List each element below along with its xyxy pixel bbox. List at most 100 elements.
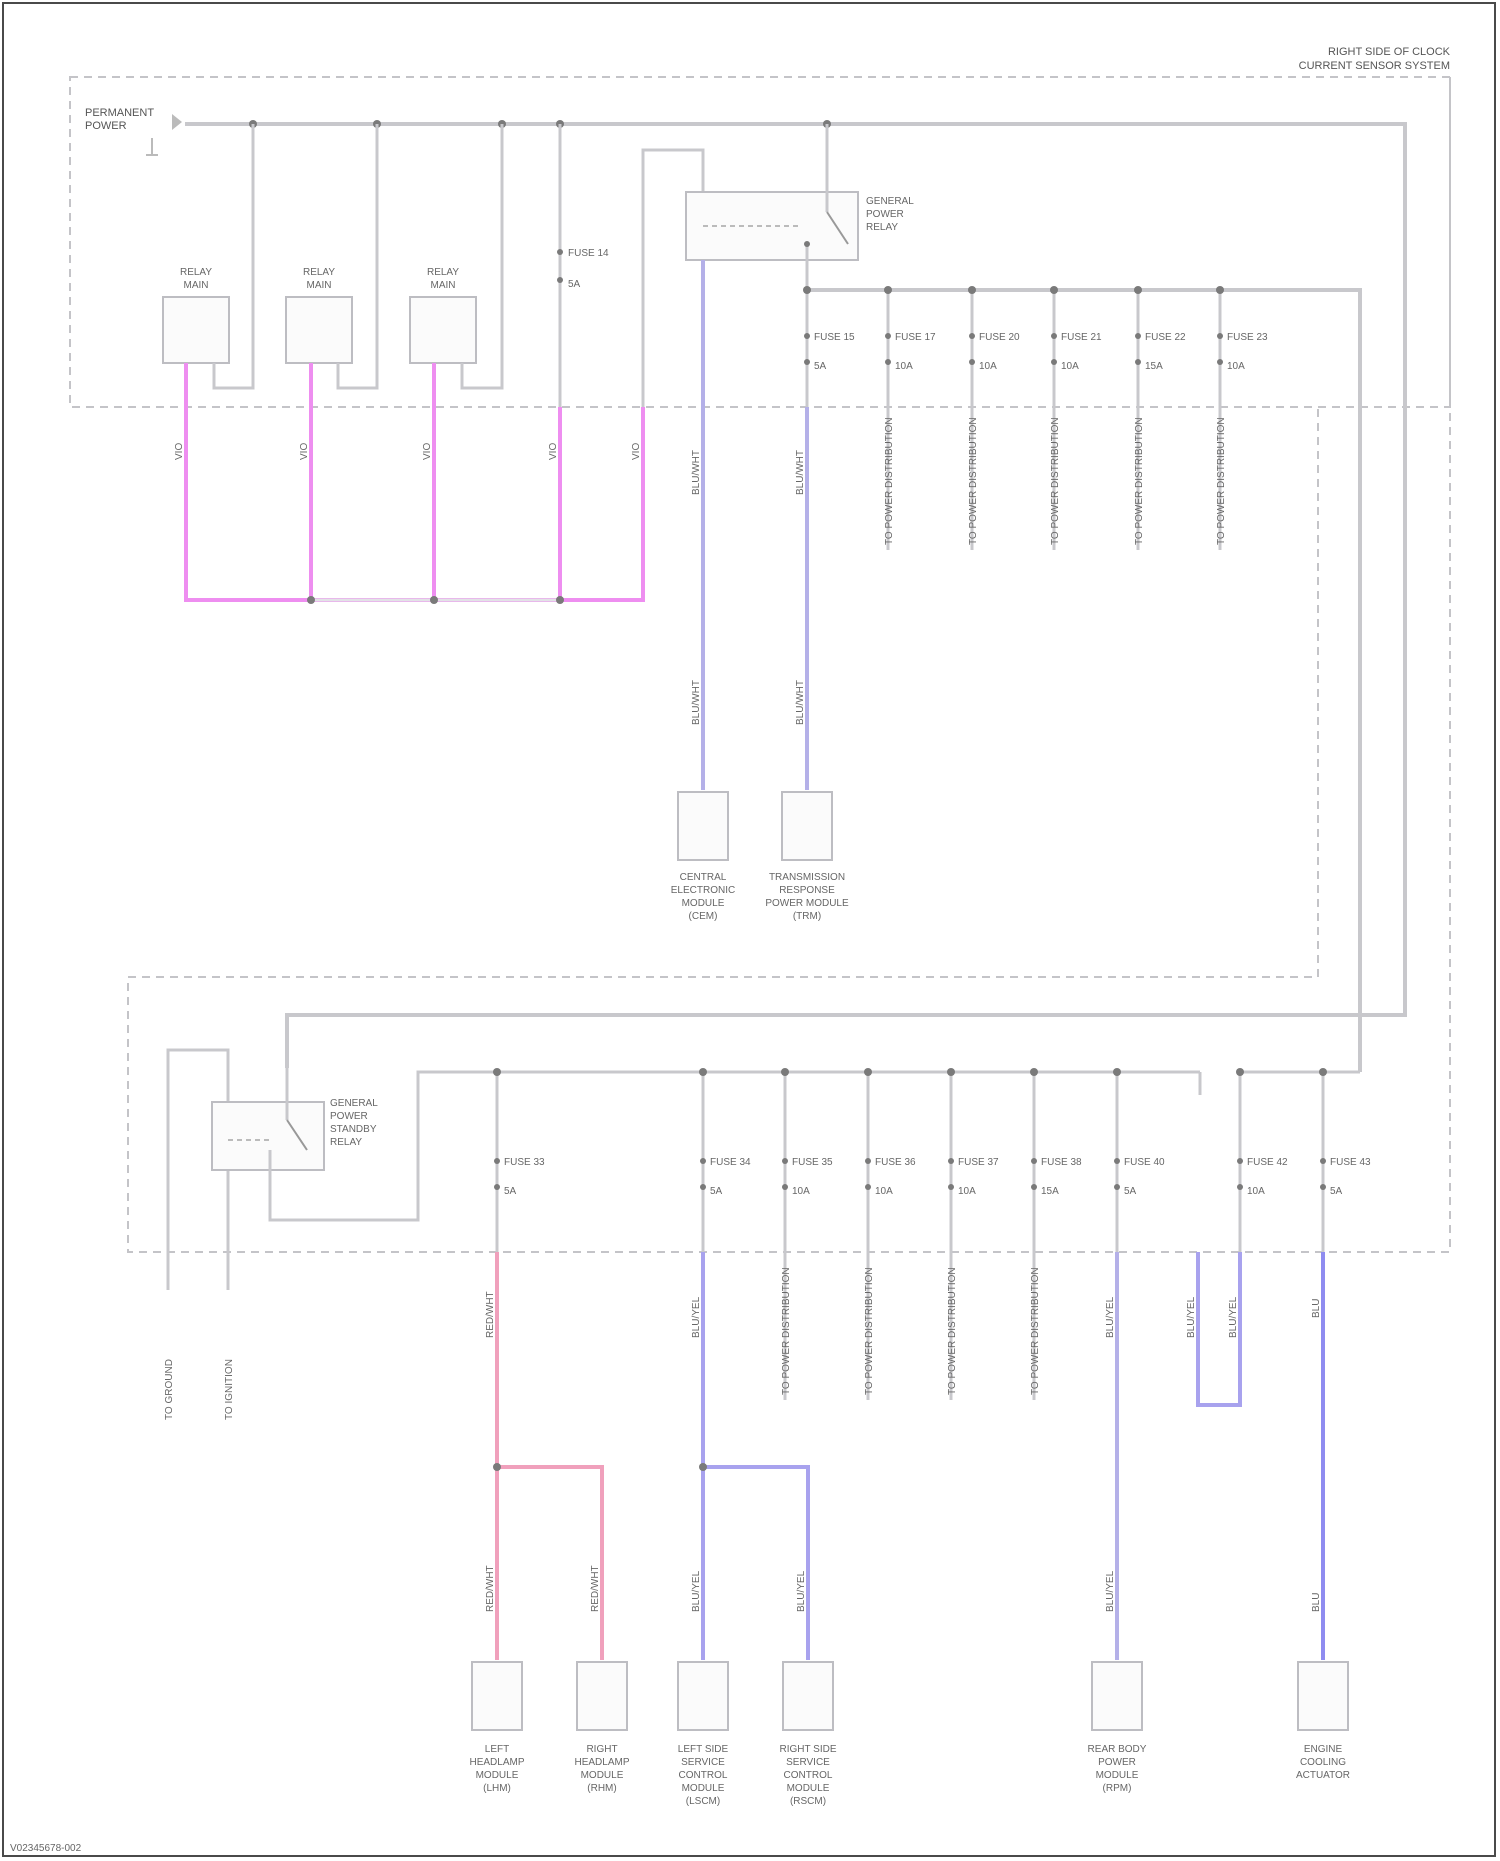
fuse-rating: 10A: [1247, 1186, 1265, 1197]
svg-text:MAIN: MAIN: [184, 280, 209, 291]
fuse-rating: 10A: [958, 1186, 976, 1197]
fuse-name: FUSE 23: [1227, 332, 1268, 343]
svg-text:RIGHT: RIGHT: [586, 1744, 617, 1755]
svg-text:VIO: VIO: [548, 443, 559, 460]
fuse-top-4: FUSE 21 10A TO POWER DISTRIBUTION: [1050, 286, 1102, 550]
svg-text:BLU/WHT: BLU/WHT: [795, 680, 806, 725]
destination-note: TO POWER DISTRIBUTION: [1030, 1267, 1041, 1395]
fuse-name: FUSE 33: [504, 1157, 545, 1168]
svg-text:(LSCM): (LSCM): [686, 1796, 720, 1807]
fuse-name: FUSE 40: [1124, 1157, 1165, 1168]
svg-text:SERVICE: SERVICE: [681, 1757, 725, 1768]
svg-text:BLU/YEL: BLU/YEL: [691, 1296, 702, 1338]
battery-label-line1: PERMANENT: [85, 107, 154, 119]
footer-id: V02345678-002: [10, 1843, 82, 1854]
component-lscm: LEFT SIDE SERVICE CONTROL MODULE (LSCM): [678, 1662, 729, 1807]
fuse-rating: 5A: [814, 361, 827, 372]
svg-text:RELAY: RELAY: [303, 267, 335, 278]
fuse-bottom-1: FUSE 33 5A: [493, 1068, 545, 1252]
general-power-standby-relay: GENERAL POWER STANDBY RELAY: [168, 1050, 1200, 1252]
svg-text:BLU/WHT: BLU/WHT: [795, 450, 806, 495]
fuse-top-2: FUSE 1710ATO POWER DISTRIBUTION: [884, 286, 936, 550]
fuse-top-6: FUSE 23 10A TO POWER DISTRIBUTION: [1216, 286, 1268, 550]
svg-text:(RSCM): (RSCM): [790, 1796, 826, 1807]
destination-note: TO POWER DISTRIBUTION: [968, 417, 979, 545]
fuse-rating: 10A: [1227, 361, 1245, 372]
svg-text:STANDBY: STANDBY: [330, 1124, 377, 1135]
destination-note: TO POWER DISTRIBUTION: [1134, 417, 1145, 545]
fuse-name: FUSE 17: [895, 332, 936, 343]
svg-text:GENERAL: GENERAL: [330, 1098, 378, 1109]
fuse-bottom-2: FUSE 34 5A: [699, 1068, 751, 1252]
fuse-top-5: FUSE 22 15A TO POWER DISTRIBUTION: [1134, 286, 1186, 550]
svg-text:CENTRAL: CENTRAL: [680, 872, 727, 883]
svg-text:MODULE: MODULE: [581, 1770, 624, 1781]
fuse-rating: 10A: [979, 361, 997, 372]
fuse-rating: 15A: [1145, 361, 1163, 372]
svg-text:ENGINE: ENGINE: [1304, 1744, 1343, 1755]
svg-text:VIO: VIO: [631, 443, 642, 460]
fuse-rating: 5A: [710, 1186, 723, 1197]
svg-text:BLU/YEL: BLU/YEL: [691, 1570, 702, 1612]
svg-text:POWER MODULE: POWER MODULE: [765, 898, 849, 909]
svg-text:VIO: VIO: [174, 443, 185, 460]
fuse-name: FUSE 36: [875, 1157, 916, 1168]
main-bus-wire: [185, 124, 1405, 1068]
fuse-name: FUSE 21: [1061, 332, 1102, 343]
svg-text:POWER: POWER: [1098, 1757, 1136, 1768]
svg-text:HEADLAMP: HEADLAMP: [469, 1757, 524, 1768]
svg-text:ACTUATOR: ACTUATOR: [1296, 1770, 1350, 1781]
fuse-name: FUSE 22: [1145, 332, 1186, 343]
violet-wires-top: BLU/WHT BLU/WHT BLU/WHT BLU/WHT: [691, 260, 807, 790]
svg-text:BLU: BLU: [1311, 1593, 1322, 1612]
svg-text:TRANSMISSION: TRANSMISSION: [769, 872, 845, 883]
svg-text:BLU/WHT: BLU/WHT: [691, 680, 702, 725]
component-lhm: LEFT HEADLAMP MODULE (LHM): [469, 1662, 524, 1794]
fuse-name: FUSE 35: [792, 1157, 833, 1168]
component-cooling-actuator: ENGINE COOLING ACTUATOR: [1296, 1662, 1350, 1781]
fuse-rating: 10A: [1061, 361, 1079, 372]
svg-text:BLU/WHT: BLU/WHT: [691, 450, 702, 495]
fuse-name: FUSE 20: [979, 332, 1020, 343]
svg-text:BLU: BLU: [1311, 1299, 1322, 1318]
svg-text:RELAY: RELAY: [330, 1137, 362, 1148]
component-cem: CENTRAL ELECTRONIC MODULE (CEM): [671, 792, 735, 922]
fuse-name: FUSE 38: [1041, 1157, 1082, 1168]
svg-text:SERVICE: SERVICE: [786, 1757, 830, 1768]
svg-text:BLU/YEL: BLU/YEL: [1186, 1296, 1197, 1338]
top-relay-1: RELAY MAIN: [163, 124, 253, 388]
svg-text:(TRM): (TRM): [793, 911, 821, 922]
fuse-rating: 10A: [895, 361, 913, 372]
battery-icon: [146, 114, 182, 155]
svg-text:BLU/YEL: BLU/YEL: [1228, 1296, 1239, 1338]
svg-text:VIO: VIO: [299, 443, 310, 460]
svg-text:HEADLAMP: HEADLAMP: [574, 1757, 629, 1768]
fuse-rating: 5A: [504, 1186, 517, 1197]
svg-text:TO GROUND: TO GROUND: [164, 1359, 175, 1420]
violet-wire-rpm: BLU/YEL BLU/YEL: [1105, 1252, 1117, 1660]
destination-note: TO POWER DISTRIBUTION: [1050, 417, 1061, 545]
general-power-relay: GENERAL POWER RELAY: [643, 124, 914, 407]
fuse-rating: 5A: [1124, 1186, 1137, 1197]
destination-note: TO POWER DISTRIBUTION: [947, 1267, 958, 1395]
destination-note: TO POWER DISTRIBUTION: [1216, 417, 1227, 545]
component-rscm: RIGHT SIDE SERVICE CONTROL MODULE (RSCM): [779, 1662, 836, 1807]
magenta-wires: VIO VIO VIO VIO VIO: [174, 363, 643, 604]
fuse-name: FUSE 34: [710, 1157, 751, 1168]
left-vertical-notes: TO GROUND TO IGNITION: [164, 1252, 235, 1420]
fuse-rating: 15A: [1041, 1186, 1059, 1197]
svg-text:MODULE: MODULE: [1096, 1770, 1139, 1781]
battery-label-line2: POWER: [85, 120, 127, 132]
svg-text:POWER: POWER: [866, 209, 904, 220]
fuse-rating: 5A: [1330, 1186, 1343, 1197]
component-rpm: REAR BODY POWER MODULE (RPM): [1088, 1662, 1147, 1794]
svg-text:MAIN: MAIN: [307, 280, 332, 291]
fuse-name: FUSE 43: [1330, 1157, 1371, 1168]
svg-text:RESPONSE: RESPONSE: [779, 885, 835, 896]
fuse-rating: 10A: [792, 1186, 810, 1197]
svg-text:(LHM): (LHM): [483, 1783, 511, 1794]
fuse-bottom-9: FUSE 43 5A: [1319, 1068, 1371, 1252]
header-line2: CURRENT SENSOR SYSTEM: [1299, 60, 1450, 72]
